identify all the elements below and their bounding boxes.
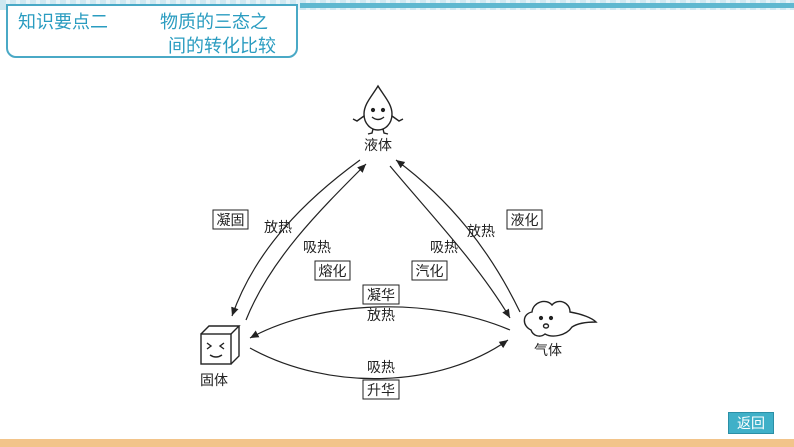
process-box-gas-to-solid: 凝华 [362, 284, 400, 305]
header-rule [300, 3, 794, 8]
heat-label-solid-to-gas: 吸热 [367, 360, 395, 376]
arrow-gas-to-solid [249, 306, 511, 339]
process-label-liquid-to-solid: 凝固 [217, 213, 245, 229]
arrow-solid-to-liquid [245, 163, 367, 321]
process-label-gas-to-solid: 凝华 [367, 288, 395, 304]
arrow-liquid-to-solid [231, 159, 361, 317]
process-box-gas-to-liquid: 液化 [506, 209, 543, 230]
heat-label-liquid-to-solid: 放热 [264, 220, 292, 236]
state-liquid-label: 液体 [364, 138, 392, 154]
gas-cloud-icon [523, 300, 598, 337]
arrow-liquid-to-gas [389, 165, 511, 319]
title-box: 知识要点二 物质的三态之 间的转化比较 [6, 4, 298, 58]
process-box-solid-to-gas: 升华 [362, 379, 400, 400]
heat-label-gas-to-solid: 放热 [367, 308, 395, 324]
page-title-line2: 间的转化比较 [168, 36, 276, 57]
heat-label-liquid-to-gas: 吸热 [430, 240, 458, 256]
page-title-line1: 物质的三态之 [160, 12, 268, 33]
process-label-gas-to-liquid: 液化 [511, 213, 539, 229]
heat-label-solid-to-liquid: 吸热 [303, 240, 331, 256]
process-label-solid-to-gas: 升华 [367, 383, 395, 399]
process-label-liquid-to-gas: 汽化 [416, 264, 444, 280]
process-box-liquid-to-gas: 汽化 [411, 260, 448, 281]
arrow-gas-to-liquid [395, 159, 521, 313]
state-gas-label: 气体 [534, 343, 562, 359]
state-solid-label: 固体 [200, 373, 228, 389]
heat-label-gas-to-liquid: 放热 [467, 224, 495, 240]
solid-cube-icon [200, 325, 241, 365]
arrow-solid-to-gas [249, 339, 509, 380]
footer-bar [0, 439, 794, 447]
process-label-solid-to-liquid: 熔化 [319, 264, 347, 280]
return-button[interactable]: 返回 [728, 412, 774, 434]
process-box-solid-to-liquid: 熔化 [314, 260, 351, 281]
liquid-drop-icon [352, 84, 404, 135]
process-box-liquid-to-solid: 凝固 [212, 209, 249, 230]
section-label: 知识要点二 [18, 12, 108, 33]
